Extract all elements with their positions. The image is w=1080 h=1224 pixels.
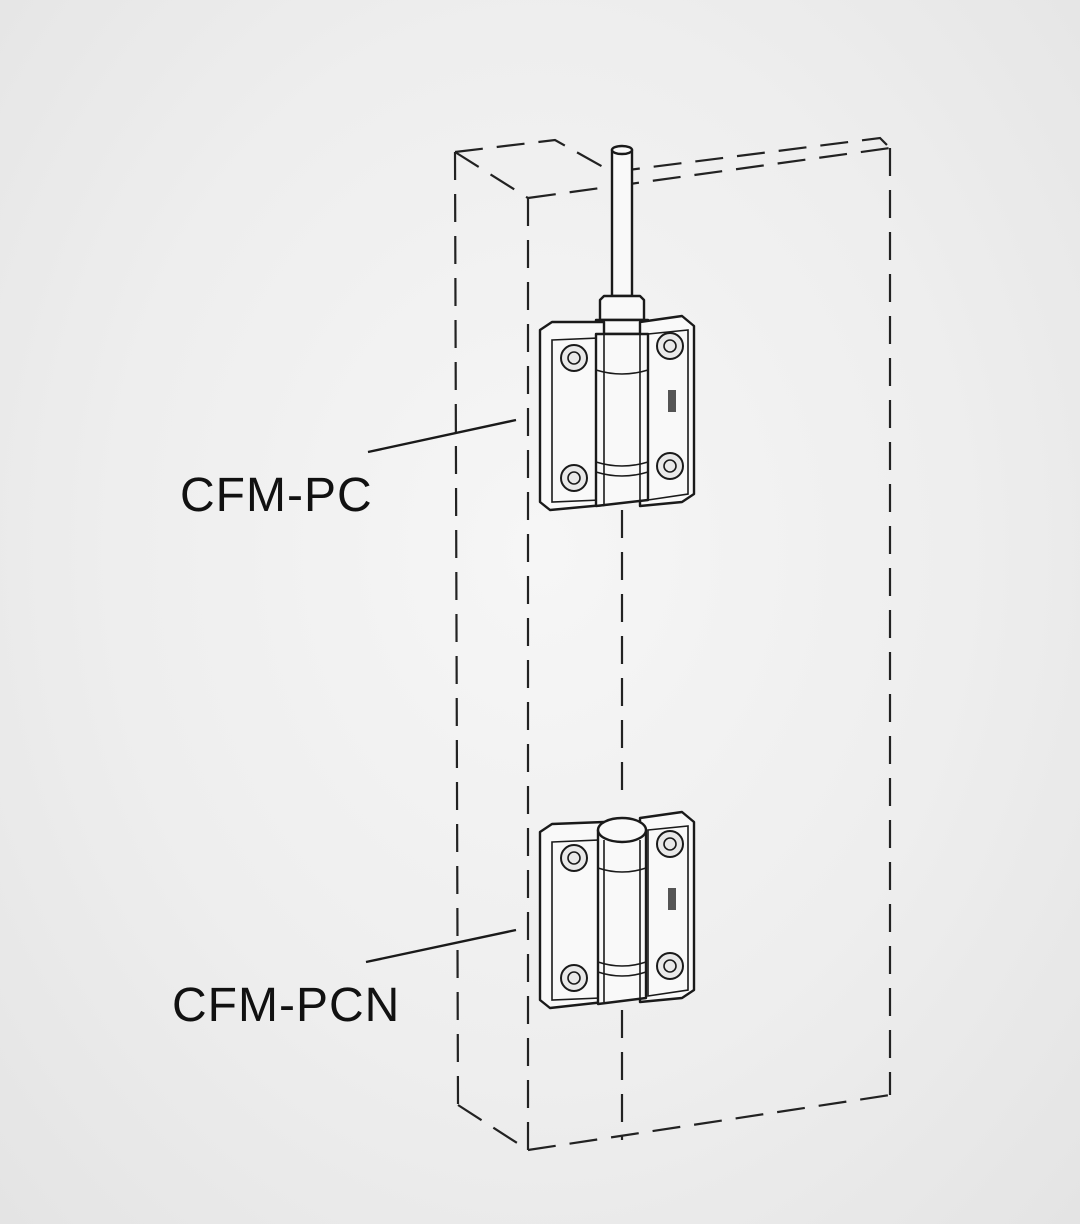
- leader-line-top: [367, 418, 517, 454]
- door-outline: [453, 136, 892, 1152]
- label-cfm-pcn: CFM-PCN: [172, 979, 401, 1032]
- cable: [610, 144, 634, 298]
- label-cfm-pc: CFM-PC: [180, 469, 373, 522]
- leader-line-bottom: [365, 928, 517, 964]
- hinge-cfm-pc: [538, 294, 696, 512]
- hinge-cfm-pcn: [538, 810, 696, 1010]
